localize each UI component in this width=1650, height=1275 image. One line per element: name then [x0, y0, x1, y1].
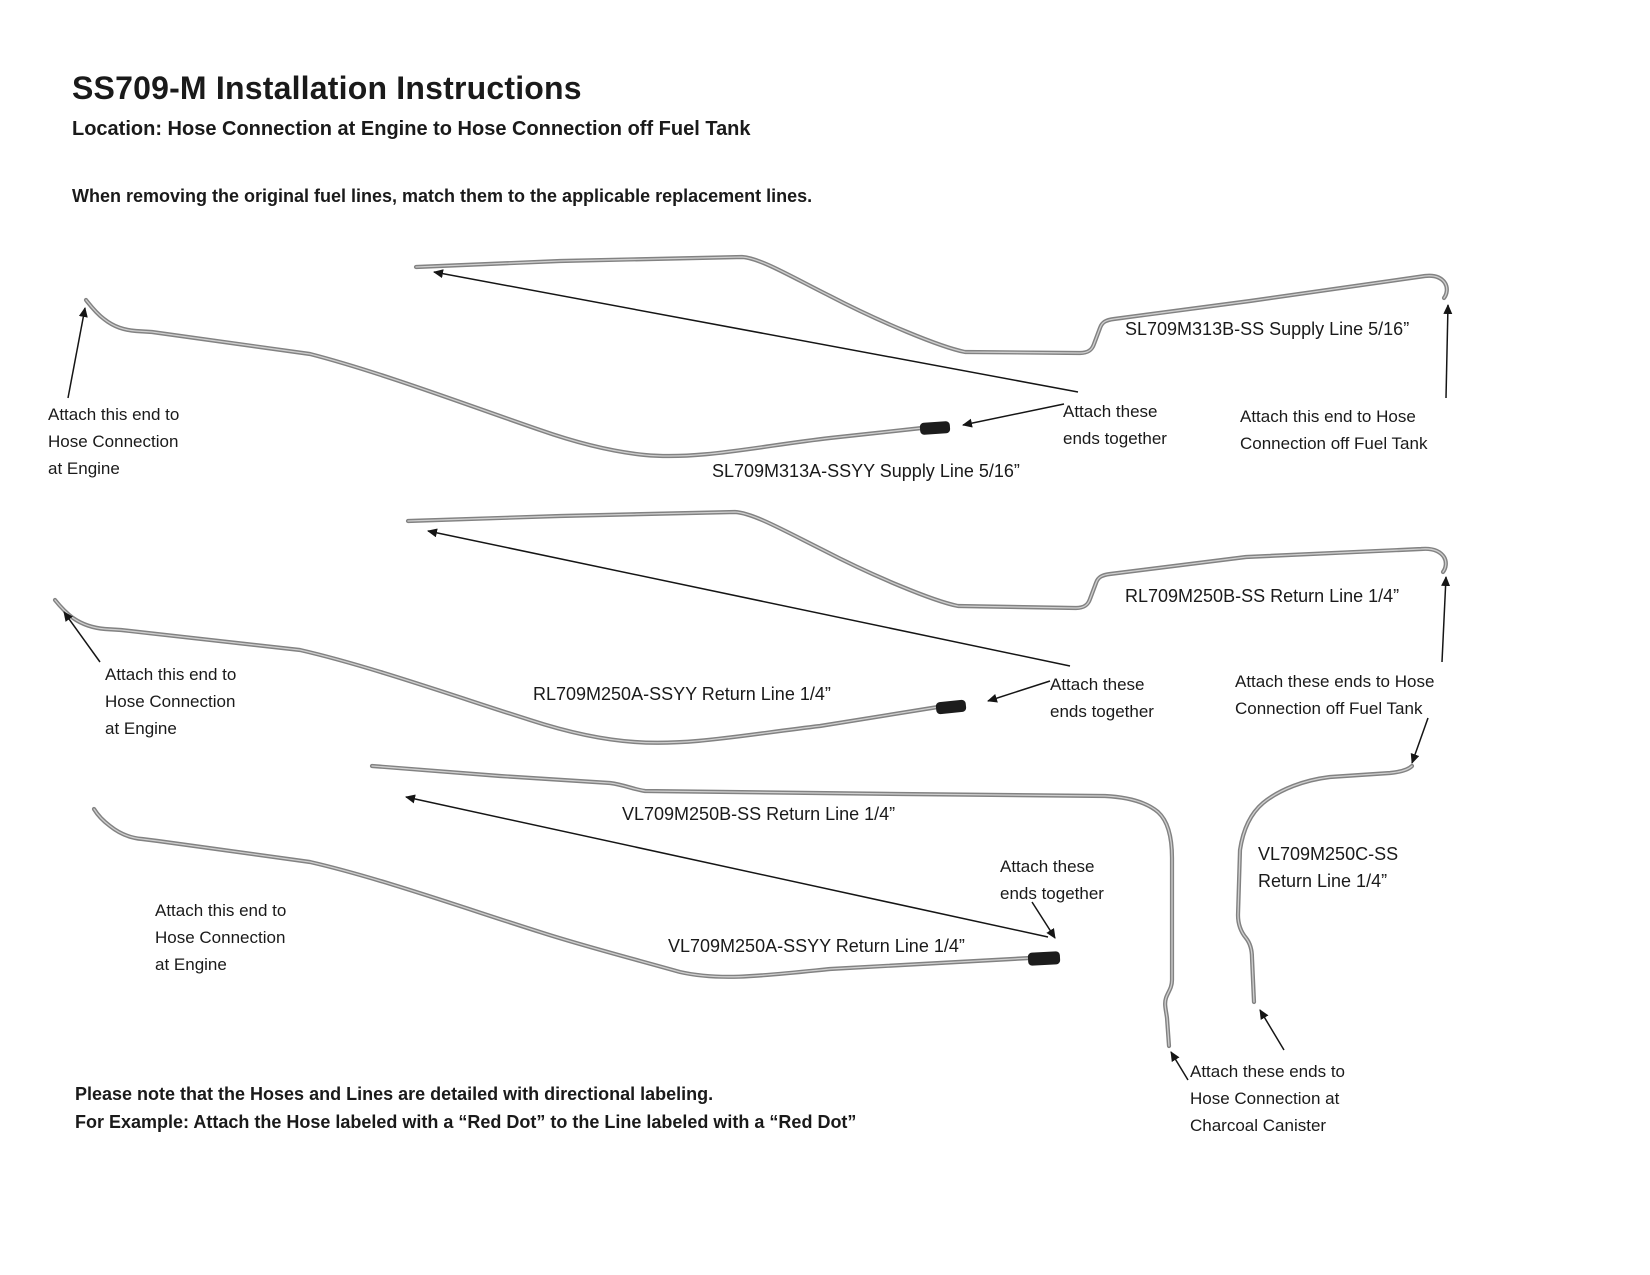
arrow-engine-top	[67, 307, 88, 399]
annotation-attach-engine-middle: Attach this end to Hose Connection at En…	[105, 665, 237, 738]
arrow-together-to-vla-fitting	[1031, 901, 1056, 939]
annotation-attach-engine-bottom: Attach this end to Hose Connection at En…	[155, 901, 287, 974]
label-sl709m313a: SL709M313A-SSYY Supply Line 5/16”	[712, 461, 1020, 481]
arrow-tank-top	[1443, 304, 1453, 399]
label-vl709m250a: VL709M250A-SSYY Return Line 1/4”	[668, 936, 965, 956]
footer-note-line1: Please note that the Hoses and Lines are…	[75, 1084, 714, 1104]
hose-fitting	[935, 699, 967, 715]
annotation-attach-tank-middle: Attach these ends to Hose Connection off…	[1235, 672, 1435, 718]
label-rl709m250b: RL709M250B-SS Return Line 1/4”	[1125, 586, 1400, 606]
hose-fitting	[1027, 951, 1061, 966]
arrow-together-to-rla-fitting	[987, 680, 1051, 703]
fuel-line-vl709m250b	[369, 763, 1175, 1049]
fuel-line-vl709m250a	[91, 806, 1061, 979]
annotation-attach-together-bottom: Attach these ends together	[1000, 857, 1104, 903]
label-sl709m313b: SL709M313B-SS Supply Line 5/16”	[1125, 319, 1410, 339]
hose-fitting	[919, 421, 951, 435]
label-rl709m250a: RL709M250A-SSYY Return Line 1/4”	[533, 684, 831, 704]
annotation-attach-canister: Attach these ends to Hose Connection at …	[1190, 1062, 1345, 1135]
fuel-line-sl709m313a	[83, 297, 951, 459]
arrow-tank-to-vlc-right-end	[1410, 717, 1429, 764]
label-vl709m250c: VL709M250C-SS Return Line 1/4”	[1258, 844, 1399, 891]
label-vl709m250b: VL709M250B-SS Return Line 1/4”	[622, 804, 896, 824]
fuel-line-sl709m313b	[413, 254, 1449, 356]
arrow-canister-to-vlc-end	[1259, 1009, 1285, 1051]
arrow-together-to-rlb-left-end	[427, 528, 1071, 667]
fuel-line-rl709m250a	[52, 597, 967, 745]
annotation-attach-tank-top: Attach this end to Hose Connection off F…	[1240, 407, 1428, 453]
fuel-line-rl709m250b	[405, 509, 1448, 611]
footer-note-line2: For Example: Attach the Hose labeled wit…	[75, 1112, 857, 1132]
intro-note: When removing the original fuel lines, m…	[72, 186, 813, 206]
annotation-attach-together-middle: Attach these ends together	[1050, 675, 1154, 721]
page-title: SS709-M Installation Instructions	[72, 70, 582, 106]
fuel-line-vl709m250c	[1235, 763, 1415, 1005]
arrow-together-to-sla-fitting	[962, 403, 1065, 428]
arrow-tank-to-rlb-right-end	[1441, 576, 1451, 663]
annotation-attach-together-top: Attach these ends together	[1063, 402, 1167, 448]
annotation-attach-engine-top: Attach this end to Hose Connection at En…	[48, 405, 180, 478]
page-subtitle: Location: Hose Connection at Engine to H…	[72, 118, 751, 140]
arrow-together-to-vlb-left-end	[405, 794, 1049, 938]
arrow-together-to-slb-left-end	[433, 269, 1079, 393]
arrow-engine-middle	[63, 611, 101, 663]
arrow-canister-to-vlb-end	[1170, 1051, 1189, 1081]
